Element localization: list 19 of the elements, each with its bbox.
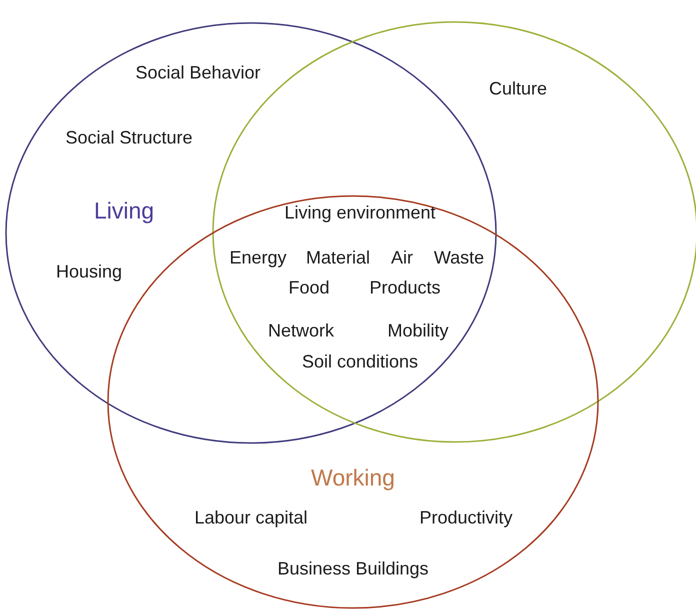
set-item-label: Culture	[488, 78, 548, 100]
set-item-label: Mobility	[388, 320, 448, 342]
set-item-label: Social Structure	[65, 128, 193, 148]
set-item-label: Waste	[434, 248, 484, 268]
set-item-label: Social Behavior	[135, 62, 261, 84]
set-item-label: Products	[369, 278, 441, 298]
set-item-label: Air	[391, 248, 413, 268]
set-item-label: Labour capital	[194, 508, 308, 528]
set-item-label: Living environment	[284, 202, 436, 224]
set-item-label: Business Buildings	[277, 558, 429, 580]
set-item-label: Productivity	[419, 508, 513, 528]
set-item-label: Housing	[56, 262, 122, 282]
set-title: Working	[311, 464, 395, 492]
set-item-label: Food	[288, 278, 330, 298]
set-title: Living	[94, 198, 154, 224]
set-item-label: Material	[306, 248, 370, 268]
set-item-label: Energy	[229, 248, 287, 268]
set-item-label: Soil conditions	[302, 352, 418, 372]
set-item-label: Network	[268, 320, 334, 342]
